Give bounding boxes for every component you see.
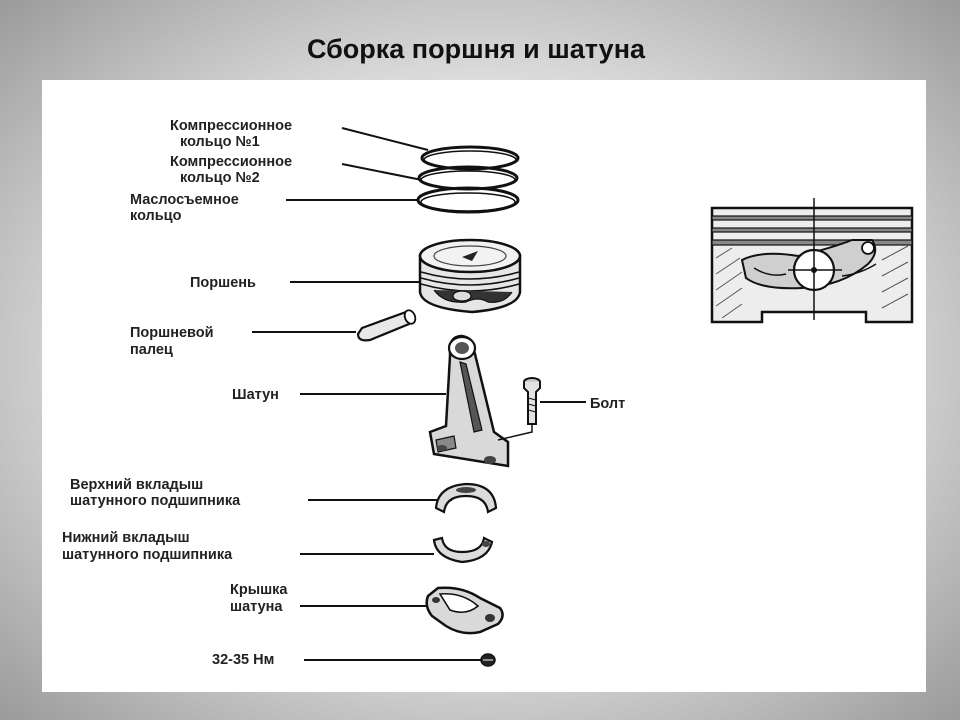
leader-lines <box>252 127 586 661</box>
label-piston: Поршень <box>190 275 256 291</box>
leader-ring-1 <box>341 127 429 151</box>
rod-nut <box>480 653 496 667</box>
label-compression-ring-2: Компрессионное кольцо №2 <box>170 154 292 186</box>
compression-ring-2 <box>417 165 519 191</box>
rod-cap <box>425 586 504 635</box>
piston-rings <box>416 145 520 214</box>
label-piston-pin-line1: Поршневой <box>130 325 214 341</box>
label-compression-ring-2-line1: Компрессионное <box>170 154 292 170</box>
label-lower-bearing-line2: шатунного подшипника <box>62 547 233 563</box>
label-lower-bearing-line1: Нижний вкладыш <box>62 530 190 546</box>
label-bolt: Болт <box>590 396 625 412</box>
lower-bearing-shell <box>432 536 494 564</box>
label-rod-cap-line2: шатуна <box>230 599 283 615</box>
label-upper-bearing-line1: Верхний вкладыш <box>70 477 203 493</box>
exploded-assembly-diagram: Компрессионное кольцо №1 Компрессионное … <box>62 118 914 668</box>
label-upper-bearing: Верхний вкладыш шатунного подшипника <box>70 477 241 509</box>
label-rod-cap: Крышка шатуна <box>230 582 288 615</box>
piston-crown-mark <box>462 251 478 261</box>
label-compression-ring-1-line2: кольцо №1 <box>180 134 260 150</box>
label-rod-cap-line1: Крышка <box>230 582 288 598</box>
diagram-panel: Компрессионное кольцо №1 Компрессионное … <box>42 80 926 692</box>
label-torque: 32-35 Нм <box>212 652 274 668</box>
label-compression-ring-1-line1: Компрессионное <box>170 118 292 134</box>
compression-ring-1 <box>420 145 520 171</box>
label-piston-pin: Поршневой палец <box>130 325 214 358</box>
label-oil-ring: Маслосъемное кольцо <box>130 192 239 224</box>
label-piston-pin-line2: палец <box>130 342 173 358</box>
label-connecting-rod: Шатун <box>232 387 279 403</box>
bolt-insertion-path <box>497 424 533 441</box>
rod-bolt <box>497 377 541 441</box>
connecting-rod <box>428 334 510 468</box>
piston-pin <box>356 309 417 342</box>
label-upper-bearing-line2: шатунного подшипника <box>70 493 241 509</box>
piston <box>418 238 522 314</box>
label-compression-ring-2-line2: кольцо №2 <box>180 170 260 186</box>
label-oil-ring-line2: кольцо <box>130 208 182 224</box>
page-title: Сборка поршня и шатуна <box>306 34 646 64</box>
leader-ring-2 <box>341 163 423 181</box>
piston-cross-section <box>710 198 914 324</box>
label-lower-bearing: Нижний вкладыш шатунного подшипника <box>62 530 233 563</box>
label-compression-ring-1: Компрессионное кольцо №1 <box>170 118 292 150</box>
label-oil-ring-line1: Маслосъемное <box>130 192 239 208</box>
upper-bearing-shell <box>434 482 498 514</box>
oil-control-ring <box>416 186 520 214</box>
